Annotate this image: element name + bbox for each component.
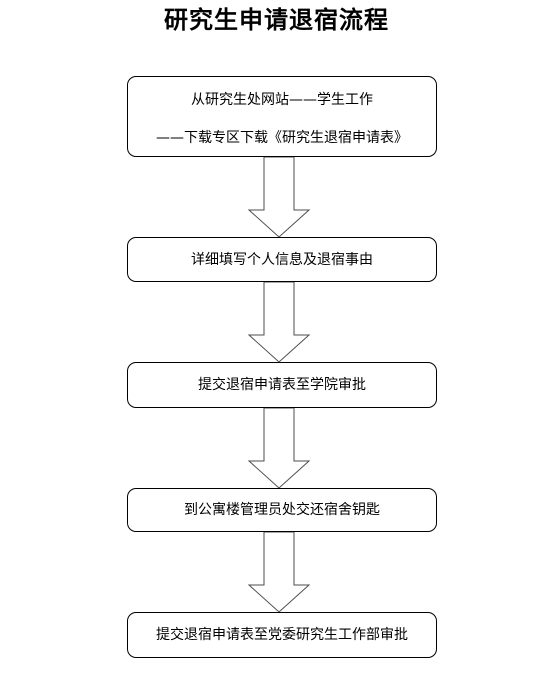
step-1-line-2: ——下载专区下载《研究生退宿申请表》 <box>156 130 408 146</box>
diagram-title: 研究生申请退宿流程 <box>164 5 389 34</box>
step-3-text: 提交退宿申请表至学院审批 <box>198 377 366 393</box>
step-2-text: 详细填写个人信息及退宿事由 <box>191 251 373 268</box>
step-box-college-approval: 提交退宿申请表至学院审批 <box>127 362 437 408</box>
step-box-download-form: 从研究生处网站——学生工作 ——下载专区下载《研究生退宿申请表》 <box>127 76 437 157</box>
down-arrow-3 <box>247 407 311 489</box>
down-arrow-1 <box>247 156 311 238</box>
down-arrow-4 <box>247 531 311 613</box>
step-1-line-1: 从研究生处网站——学生工作 <box>191 92 373 108</box>
step-box-fill-info: 详细填写个人信息及退宿事由 <box>127 237 437 282</box>
step-4-text: 到公寓楼管理员处交还宿舍钥匙 <box>184 502 380 518</box>
down-arrow-2 <box>247 281 311 363</box>
step-box-return-keys: 到公寓楼管理员处交还宿舍钥匙 <box>127 488 437 532</box>
step-box-final-approval: 提交退宿申请表至党委研究生工作部审批 <box>127 612 437 658</box>
step-5-text: 提交退宿申请表至党委研究生工作部审批 <box>156 627 408 643</box>
